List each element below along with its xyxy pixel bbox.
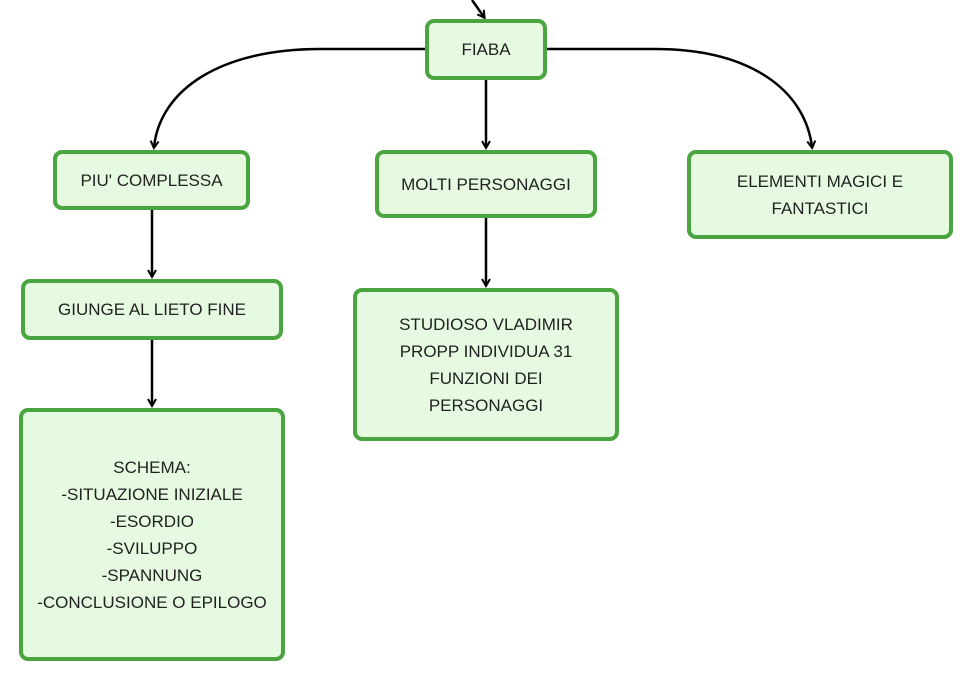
node-schema[interactable]: SCHEMA: -SITUAZIONE INIZIALE -ESORDIO -S… bbox=[19, 408, 285, 661]
node-studioso-propp[interactable]: STUDIOSO VLADIMIR PROPP INDIVIDUA 31 FUN… bbox=[353, 288, 619, 441]
node-elementi-magici[interactable]: ELEMENTI MAGICI E FANTASTICI bbox=[687, 150, 953, 239]
node-piu-complessa[interactable]: PIU' COMPLESSA bbox=[53, 150, 250, 210]
node-molti-personaggi[interactable]: MOLTI PERSONAGGI bbox=[375, 150, 597, 218]
edge-fiaba-to-elementi-magici bbox=[547, 47, 812, 147]
node-giunge-lieto-fine[interactable]: GIUNGE AL LIETO FINE bbox=[21, 279, 283, 340]
edge-fiaba-to-piu-complessa bbox=[154, 47, 425, 147]
edge-parent-to-fiaba bbox=[470, 0, 484, 17]
node-fiaba[interactable]: FIABA bbox=[425, 19, 547, 80]
